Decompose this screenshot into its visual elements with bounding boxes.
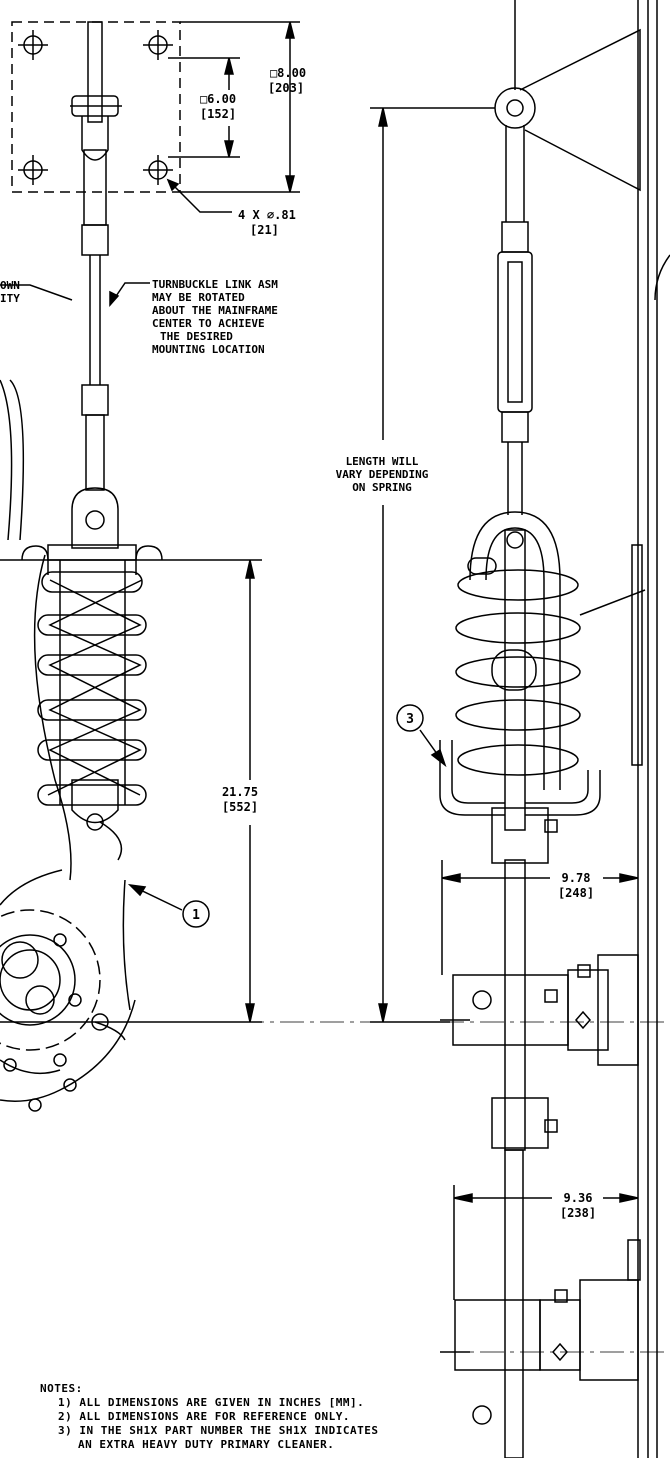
mainframe-right	[494, 0, 670, 1458]
dim-hole-count: 4 X ∅.81	[238, 208, 296, 222]
length-callout-line-3: ON SPRING	[352, 481, 412, 494]
partial-callout-line-2: ITY	[0, 292, 20, 305]
dim-outer-square: □8.00	[270, 66, 306, 80]
balloon-1: 1	[192, 908, 200, 923]
dim-offset-lower: 9.36	[564, 1191, 593, 1205]
note-3a: 3) IN THE SH1X PART NUMBER THE SH1X INDI…	[58, 1424, 379, 1437]
dim-offset-upper: 9.78	[562, 871, 591, 885]
dim-offset-upper-mm: [248]	[558, 886, 594, 900]
turnbuckle-callout-line-3: ABOUT THE MAINFRAME	[152, 304, 278, 317]
note-2: 2) ALL DIMENSIONS ARE FOR REFERENCE ONLY…	[58, 1410, 351, 1423]
dim-spring-length-mm: [552]	[222, 800, 258, 814]
spring-right	[439, 511, 601, 831]
dim-offset-lower-mm: [238]	[560, 1206, 596, 1220]
turnbuckle-callout-line-5: THE DESIRED	[160, 330, 233, 343]
turnbuckle-callout-line-6: MOUNTING LOCATION	[152, 343, 265, 356]
note-1: 1) ALL DIMENSIONS ARE GIVEN IN INCHES [M…	[58, 1396, 365, 1409]
spring-left	[21, 544, 163, 861]
dim-inner-square: □6.00	[200, 92, 236, 106]
turnbuckle-link-left	[70, 21, 122, 549]
cleaner-assembly-right	[440, 807, 641, 1458]
mainframe-arm-left	[0, 379, 136, 1112]
dim-spring-length: 21.75	[222, 785, 258, 799]
turnbuckle-callout-line-2: MAY BE ROTATED	[152, 291, 245, 304]
dim-outer-square-mm: [203]	[268, 81, 304, 95]
length-callout-line-2: VARY DEPENDING	[336, 468, 429, 481]
dim-hole-mm: [21]	[250, 223, 279, 237]
turnbuckle-link-right	[497, 125, 533, 549]
notes-block: NOTES: 1) ALL DIMENSIONS ARE GIVEN IN IN…	[40, 1382, 480, 1452]
notes-heading: NOTES:	[40, 1382, 83, 1395]
turnbuckle-callout-line-4: CENTER TO ACHIEVE	[152, 317, 265, 330]
partial-callout-line-1: OWN	[0, 279, 20, 292]
note-3b: AN EXTRA HEAVY DUTY PRIMARY CLEANER.	[78, 1438, 335, 1451]
mounting-plate	[11, 21, 181, 193]
turnbuckle-callout-line-1: TURNBUCKLE LINK ASM	[152, 278, 278, 291]
dim-inner-square-mm: [152]	[200, 107, 236, 121]
length-callout-line-1: LENGTH WILL	[346, 455, 419, 468]
balloon-3: 3	[406, 712, 414, 727]
